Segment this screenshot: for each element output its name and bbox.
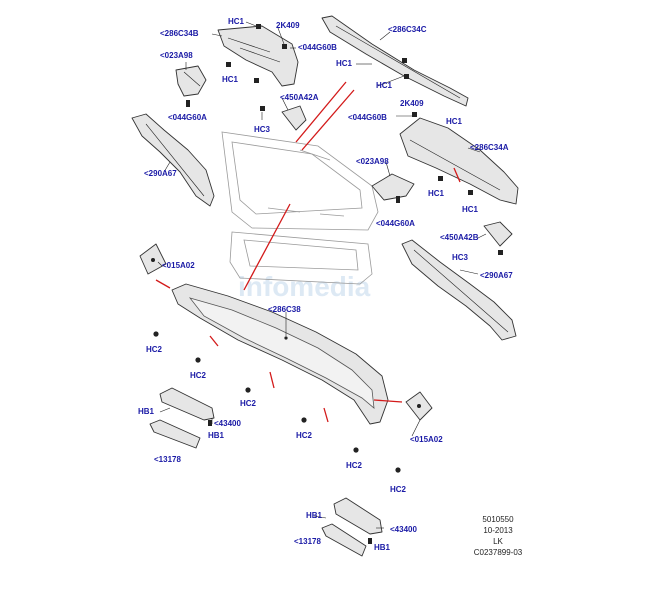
label-hc1-c: HC1 [222, 75, 239, 84]
label-hc2-c: HC2 [240, 399, 257, 408]
label-015a02-a: <015A02 [162, 261, 195, 270]
leader-lines [157, 21, 487, 529]
label-hc2-b: HC2 [190, 371, 207, 380]
label-hc1-e: HC1 [446, 117, 463, 126]
label-hc3-a: HC3 [254, 125, 271, 134]
handle-43400-bottom [333, 497, 383, 535]
label-044g60b-b: <044G60B [348, 113, 387, 122]
reference-date: 10-2013 [483, 526, 513, 535]
label-2k409-a: 2K409 [276, 21, 300, 30]
label-hc2-a: HC2 [146, 345, 163, 354]
label-286c34c: <286C34C [388, 25, 427, 34]
label-hc1-d: HC1 [376, 81, 393, 90]
bracket-023A98-left [175, 65, 207, 97]
label-hb1-a: HB1 [138, 407, 155, 416]
bracket-450A42A [281, 105, 307, 131]
label-450a42b: <450A42B [440, 233, 479, 242]
corner-block-015A02-left [139, 243, 167, 275]
reference-code: LK [493, 537, 503, 546]
corner-block-015A02-right [405, 391, 433, 421]
label-hc2-e: HC2 [346, 461, 363, 470]
label-023a98-b: <023A98 [356, 157, 389, 166]
trim-panel-286C34A [399, 117, 519, 205]
label-hb1-c: HB1 [306, 511, 323, 520]
label-13178-a: <13178 [154, 455, 181, 464]
label-044g60a-a: <044G60A [168, 113, 207, 122]
label-hc2-d: HC2 [296, 431, 313, 440]
reference-number: 5010550 [482, 515, 514, 524]
part-labels: HC1 2K409 <286C34B <044G60B <286C34C <02… [138, 17, 513, 552]
label-hb1-b: HB1 [208, 431, 225, 440]
bracket-023A98-right [371, 173, 415, 201]
label-43400-a: <43400 [214, 419, 241, 428]
label-hb1-d: HB1 [374, 543, 391, 552]
trim-strip-286C34C [321, 15, 469, 107]
reference-block: 5010550 10-2013 LK C0237899-03 [474, 515, 523, 557]
bracket-13178-left [149, 419, 201, 449]
label-286c38: <286C38 [268, 305, 301, 314]
bracket-450A42B [483, 221, 513, 247]
watermark-text: infomedia [238, 271, 371, 302]
lower-panel-286C38 [171, 283, 389, 425]
label-023a98-a: <023A98 [160, 51, 193, 60]
label-286c34b: <286C34B [160, 29, 199, 38]
reference-id: C0237899-03 [474, 548, 523, 557]
label-290a67-b: <290A67 [480, 271, 513, 280]
trim-panel-286C34B [217, 25, 299, 87]
label-43400-b: <43400 [390, 525, 417, 534]
tailgate-outline [221, 131, 379, 285]
label-286c34a: <286C34A [470, 143, 509, 152]
label-hc1-f: HC1 [428, 189, 445, 198]
fasteners [153, 24, 503, 544]
label-044g60b-a: <044G60B [298, 43, 337, 52]
label-hc2-f: HC2 [390, 485, 407, 494]
side-trim-290A67-left [131, 113, 215, 207]
guide-lines [155, 81, 461, 423]
label-hc1-g: HC1 [462, 205, 479, 214]
handle-43400-left [159, 387, 215, 421]
label-13178-b: <13178 [294, 537, 321, 546]
label-hc1-a: HC1 [228, 17, 245, 26]
label-015a02-b: <015A02 [410, 435, 443, 444]
label-290a67-a: <290A67 [144, 169, 177, 178]
label-hc3-b: HC3 [452, 253, 469, 262]
label-hc1-b: HC1 [336, 59, 353, 68]
label-2k409-b: 2K409 [400, 99, 424, 108]
bracket-13178-bottom [321, 523, 367, 557]
label-044g60a-b: <044G60A [376, 219, 415, 228]
label-450a42a: <450A42A [280, 93, 319, 102]
side-trim-290A67-right [401, 239, 517, 341]
